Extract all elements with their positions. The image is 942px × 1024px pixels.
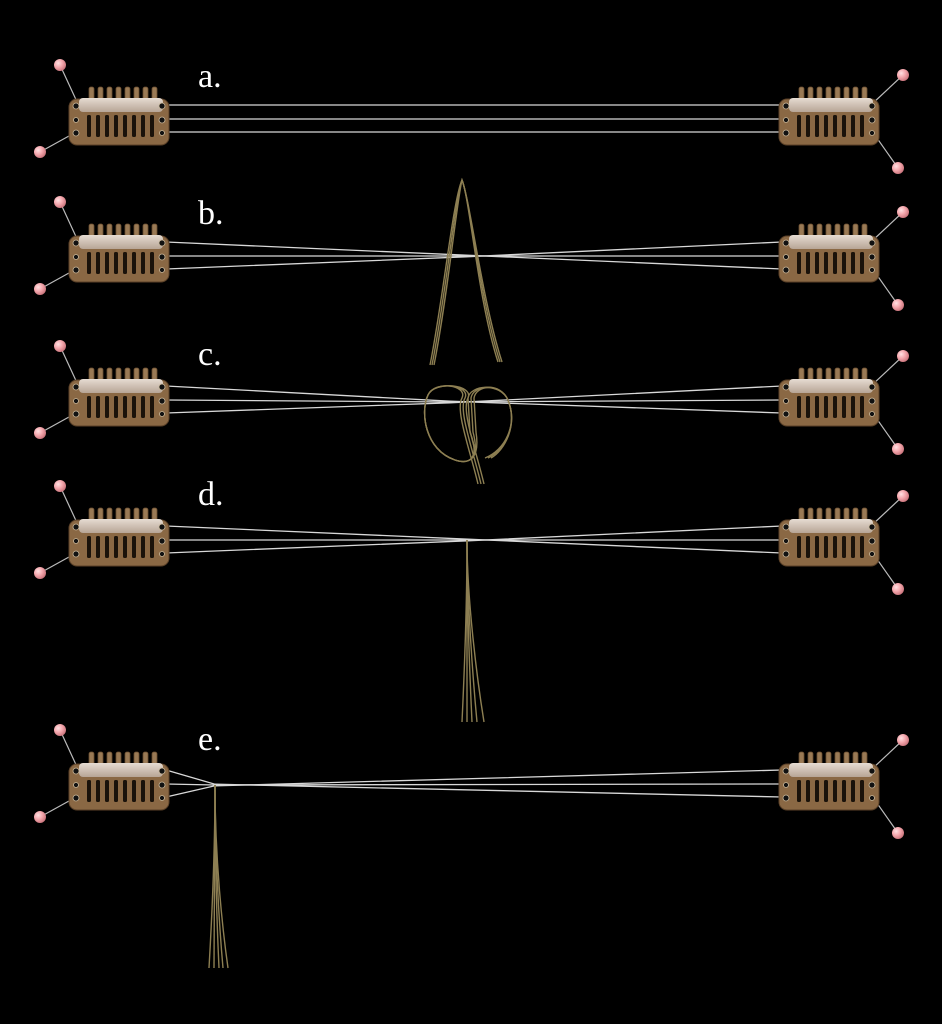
- thread-line: [165, 241, 783, 270]
- pin-shaft: [871, 739, 904, 770]
- step-label-e: e.: [198, 721, 222, 758]
- thread-line: [165, 525, 783, 554]
- pin-head: [54, 59, 66, 71]
- pin-head: [892, 583, 904, 595]
- pin-head: [54, 724, 66, 736]
- hair-loop: [431, 177, 501, 366]
- pin-head: [897, 206, 909, 218]
- step-d: [34, 480, 909, 723]
- hair-clip-left: [68, 507, 170, 567]
- step-label-a: a.: [198, 58, 222, 95]
- hair-clip-right: [778, 367, 880, 427]
- step-e: [34, 724, 909, 969]
- step-b: [34, 177, 909, 366]
- step-c: [34, 340, 909, 485]
- pin-shaft: [59, 64, 79, 105]
- hair-loop: [433, 177, 499, 366]
- step-label-b: b.: [198, 195, 224, 232]
- pin-head: [897, 350, 909, 362]
- pin-shaft: [59, 345, 79, 386]
- hair-clip-right: [778, 507, 880, 567]
- thread-line: [165, 399, 783, 403]
- pin-shaft: [871, 74, 904, 105]
- pin-shaft: [871, 355, 904, 386]
- hair-clip-left: [68, 86, 170, 146]
- pin-head: [34, 146, 46, 158]
- pin-shaft: [59, 729, 79, 770]
- hair-clip-right: [778, 86, 880, 146]
- hair-tail: [466, 539, 485, 723]
- hair-clip-left: [68, 367, 170, 427]
- hair-tail: [461, 539, 468, 723]
- hair-tail: [214, 784, 229, 969]
- pin-head: [892, 827, 904, 839]
- thread-line: [165, 769, 783, 798]
- pin-head: [892, 162, 904, 174]
- step-label-c: c.: [198, 336, 222, 373]
- step-a: [34, 59, 909, 174]
- thread-line: [165, 769, 783, 798]
- step-label-d: d.: [198, 476, 224, 513]
- thread-line: [165, 241, 783, 270]
- thread-line: [165, 385, 783, 414]
- pin-head: [892, 299, 904, 311]
- hair-knot: [423, 385, 513, 485]
- pin-head: [34, 811, 46, 823]
- thread-line: [165, 525, 783, 554]
- pin-head: [54, 340, 66, 352]
- pin-shaft: [59, 201, 79, 242]
- pin-shaft: [871, 495, 904, 526]
- pin-head: [34, 567, 46, 579]
- pin-head: [34, 427, 46, 439]
- pin-head: [34, 283, 46, 295]
- pin-head: [892, 443, 904, 455]
- pin-shaft: [59, 485, 79, 526]
- pin-head: [54, 480, 66, 492]
- pin-head: [54, 196, 66, 208]
- hair-clip-right: [778, 751, 880, 811]
- pin-shaft: [871, 211, 904, 242]
- hair-clip-left: [68, 223, 170, 283]
- hair-clip-right: [778, 223, 880, 283]
- pin-head: [897, 69, 909, 81]
- hair-clip-left: [68, 751, 170, 811]
- thread-line: [165, 385, 783, 414]
- pin-head: [897, 734, 909, 746]
- pin-head: [897, 490, 909, 502]
